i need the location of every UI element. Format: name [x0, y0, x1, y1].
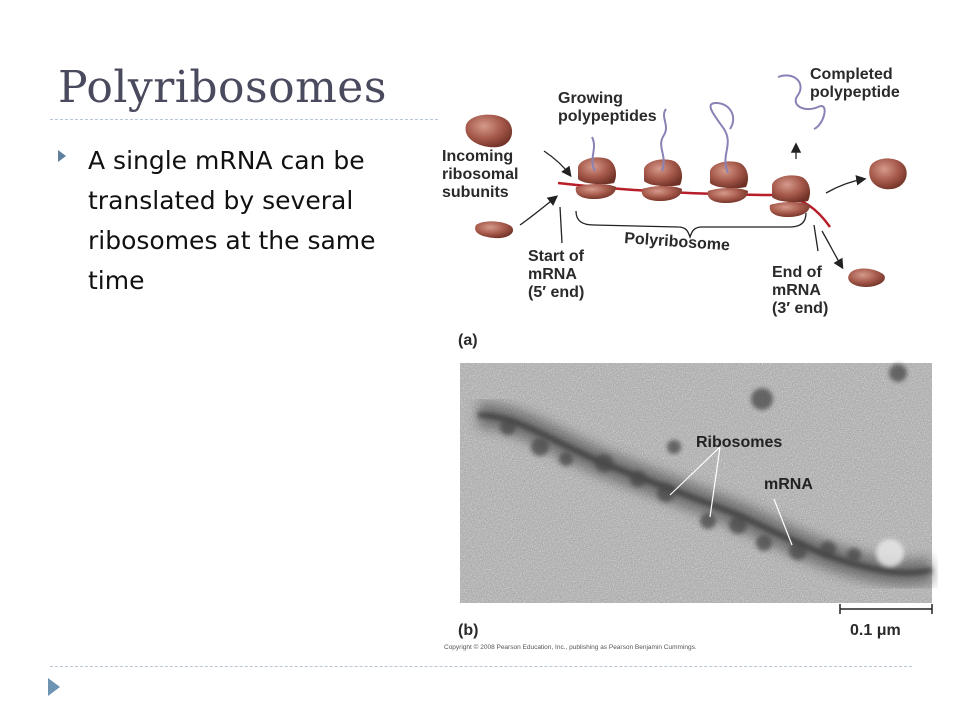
incoming-small-subunit-icon	[475, 221, 514, 239]
start-of-mrna-label: Start of mRNA (5′ end)	[528, 248, 588, 301]
released-large-subunit-icon	[869, 158, 907, 190]
slide-title: Polyribosomes	[58, 62, 387, 113]
released-small-subunit-icon	[848, 268, 885, 287]
completed-polypeptide-label: Completed polypeptide	[810, 66, 900, 101]
bullet-text: A single mRNA can be translated by sever…	[88, 146, 376, 295]
panel-a-diagram: Incoming ribosomal subunits Growing poly…	[442, 66, 907, 349]
completed-polypeptide	[777, 74, 826, 130]
micrograph-ribosomes	[500, 364, 907, 562]
polyribosome-label: Polyribosome	[624, 230, 731, 254]
incoming-label: Incoming ribosomal subunits	[442, 148, 523, 201]
scale-bar-label: 0.1 μm	[850, 622, 901, 639]
slide-nav-arrow-icon	[48, 678, 60, 696]
panel-b-micrograph: Ribosomes mRNA	[460, 363, 935, 603]
panel-a-label: (a)	[458, 332, 478, 349]
polyribosome-figure: Incoming ribosomal subunits Growing poly…	[438, 55, 938, 655]
scale-bar	[839, 604, 933, 614]
bullet-list: A single mRNA can be translated by sever…	[58, 141, 408, 301]
ribosome-4-icon	[769, 175, 810, 217]
footer-divider	[50, 666, 912, 667]
title-divider	[50, 119, 438, 120]
ribosomes-label: Ribosomes	[696, 434, 782, 451]
polyribosome-bracket	[575, 210, 807, 240]
copyright-text: Copyright © 2008 Pearson Education, Inc.…	[444, 643, 697, 651]
panel-b-label: (b)	[458, 622, 478, 639]
ribosome-3-icon	[707, 101, 748, 203]
end-of-mrna-label: End of mRNA (3′ end)	[772, 264, 828, 317]
mrna-label: mRNA	[764, 476, 813, 493]
mrna-strand	[557, 181, 832, 228]
ribosome-1-icon	[575, 136, 616, 199]
growing-polypeptides-label: Growing polypeptides	[558, 90, 657, 125]
ribosome-2-icon	[641, 108, 682, 201]
bullet-arrow-icon	[58, 150, 66, 162]
incoming-large-subunit-icon	[465, 114, 513, 148]
